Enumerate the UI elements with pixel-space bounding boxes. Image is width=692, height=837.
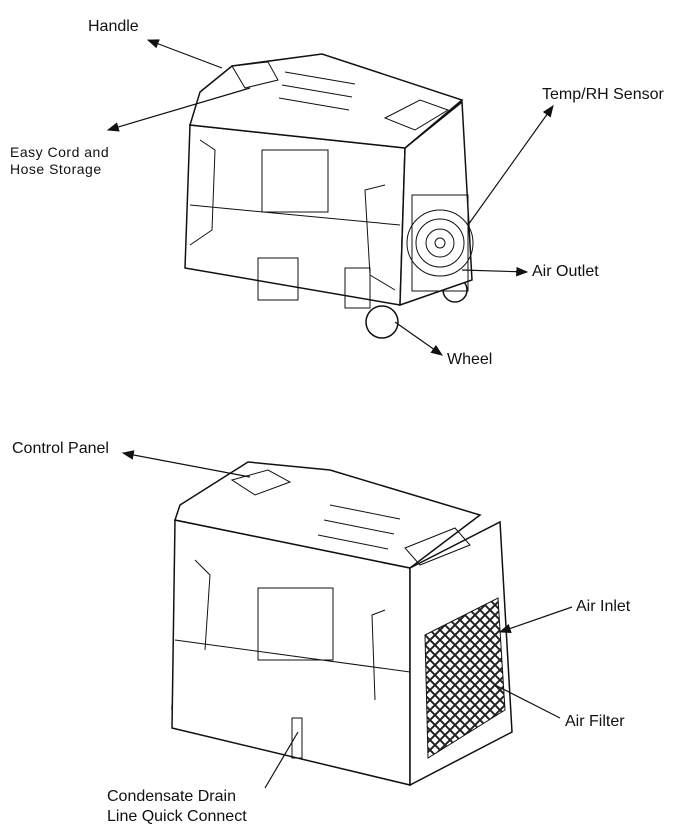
label-air-filter: Air Filter [565,713,625,730]
label-drain-1: Condensate Drain [107,788,236,805]
front-label-window [261,149,329,213]
rear-panel-recess [404,527,471,566]
top-vents [317,504,401,550]
drain-connector [291,717,303,759]
drain-leader [264,731,299,789]
label-wheel: Wheel [447,351,493,368]
handle-recess [231,61,279,89]
air-outlet-leader [461,266,529,277]
bottom-unit-drawing [171,461,513,787]
cord-storage-leader [106,87,251,132]
handle-leader [146,39,223,69]
top-vents [278,71,356,111]
wheel-leader [394,321,443,356]
sensor-leader [467,105,554,226]
front-label-window [257,587,334,661]
label-drain-2: Line Quick Connect [107,808,247,825]
top-unit-side-face [399,100,473,307]
control-panel [230,469,292,496]
label-air-inlet: Air Inlet [576,598,631,615]
air-filter-leader [494,684,561,719]
fan-grille [406,209,474,277]
air-filter-grille [424,597,506,759]
bottom-unit-top-face [174,461,482,569]
front-seam [189,204,401,226]
lower-side-window [344,267,371,309]
label-control-panel: Control Panel [12,440,109,457]
wheel-front [365,305,399,339]
top-unit-drawing [184,53,474,339]
label-cord-storage-2: Hose Storage [10,161,102,177]
label-handle: Handle [88,18,139,35]
front-panel-lines [174,559,411,701]
sensor-recess [383,99,450,131]
control-panel-leader [121,450,251,478]
label-sensor: Temp/RH Sensor [542,86,664,103]
lower-label-window [257,257,299,301]
front-panel-lines [189,139,396,291]
fan-housing [411,194,469,292]
label-cord-storage-1: Easy Cord and [10,144,110,160]
label-air-outlet: Air Outlet [532,263,599,280]
air-inlet-leader [498,606,573,633]
